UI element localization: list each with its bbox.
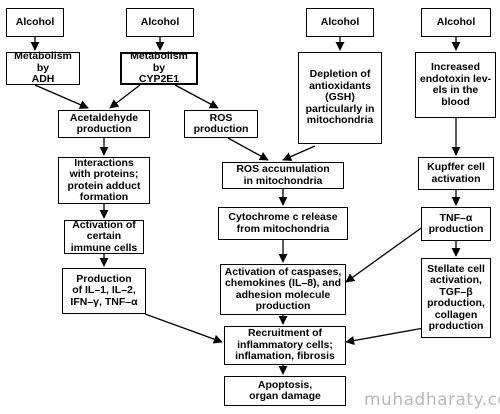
alcohol-box-4: Alcohol xyxy=(421,8,491,37)
production-interleukins-box: Production of IL–1, IL–2, IFN–γ, TNF–α xyxy=(62,268,146,314)
arrow-tnf-to-caspases xyxy=(345,225,425,283)
metabolism-adh-box: Metabolism by ADH xyxy=(6,51,80,85)
tnf-production-box: TNF–α production xyxy=(421,207,491,241)
alcohol-box-2: Alcohol xyxy=(126,8,194,37)
kupffer-activation-box: Kupffer cell activation xyxy=(418,157,494,190)
ros-accumulation-box: ROS accumulation in mitochondria xyxy=(222,162,344,189)
arrow-depletion-to-ros-accumulation xyxy=(282,145,316,161)
activation-caspases-box: Activation of caspases, chemokines (IL–8… xyxy=(220,264,346,315)
alcohol-box-3: Alcohol xyxy=(306,8,374,37)
metabolism-cyp2e1-box: Metabolism by CYP2E1 xyxy=(120,51,198,85)
arrow-cyp2e1-to-acetaldehyde xyxy=(109,84,141,109)
arrow-ros-to-ros-accumulation xyxy=(227,137,269,161)
arrow-cyp2e1-to-ros xyxy=(174,84,219,109)
watermark: muhadharaty.com xyxy=(364,390,500,410)
arrow-stellate-to-recruitment xyxy=(345,327,425,346)
cytochrome-release-box: Cytochrome c release from mitochondria xyxy=(218,207,348,240)
apoptosis-organ-damage-box: Apoptosis, organ damage xyxy=(224,376,346,406)
recruitment-inflammatory-box: Recruitment of inflammatory cells; infla… xyxy=(224,326,346,365)
increased-endotoxin-box: Increased endotoxin lev- els in the bloo… xyxy=(415,52,496,118)
interactions-proteins-box: Interactions with proteins; protein addu… xyxy=(58,157,150,204)
ros-production-box: ROS production xyxy=(184,110,258,138)
stellate-activation-box: Stellate cell activation, TGF–β producti… xyxy=(421,258,491,338)
activation-immune-cells-box: Activation of certain immune cells xyxy=(64,219,144,254)
alcohol-box-1: Alcohol xyxy=(6,8,64,37)
acetaldehyde-production-box: Acetaldehyde production xyxy=(58,110,150,138)
depletion-antioxidants-box: Depletion of antioxidants (GSH) particul… xyxy=(298,52,382,144)
arrow-adh-to-acetaldehyde xyxy=(34,84,89,109)
arrow-interleukins-to-recruitment xyxy=(144,313,223,344)
